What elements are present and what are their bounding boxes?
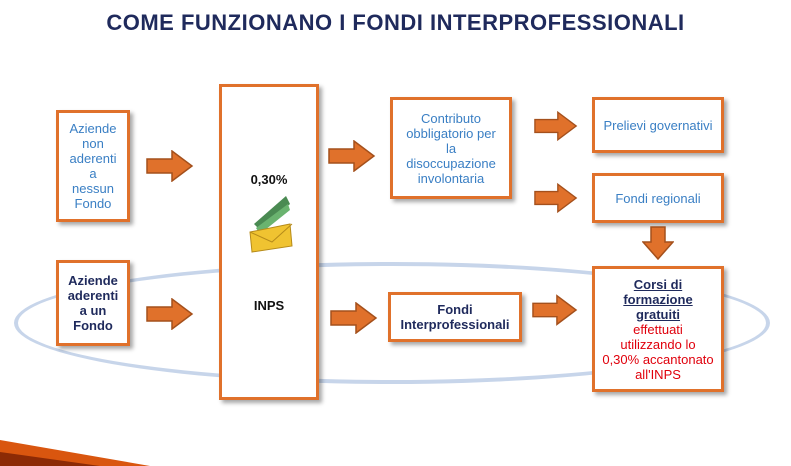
- arrow-right-icon: [534, 110, 578, 142]
- text-line: Fondo: [73, 318, 113, 333]
- slide-corner-decoration: [0, 440, 150, 466]
- text-line: a un: [79, 303, 107, 318]
- text-line: aderenti: [69, 151, 117, 166]
- text-line: 0,30% accantonato: [602, 351, 714, 367]
- text-line: Corsi di: [633, 276, 683, 292]
- text-line: Fondo: [74, 196, 112, 211]
- arrow-right-icon: [146, 298, 194, 330]
- box-fondi-regionali: Fondi regionali: [592, 173, 724, 223]
- arrow-right-icon: [328, 140, 376, 172]
- text-line: involontaria: [417, 170, 485, 186]
- text-line: all'INPS: [635, 366, 681, 382]
- text-line: non: [82, 136, 104, 151]
- box-contributo: Contributo obbligatorio per la disoccupa…: [390, 97, 512, 199]
- text-line: Aziende: [68, 273, 118, 288]
- inps-label: INPS: [253, 298, 285, 313]
- arrow-down-icon: [642, 226, 674, 260]
- text-line: effettuati: [633, 321, 683, 337]
- box-aziende-aderenti: Aziende aderenti a un Fondo: [56, 260, 130, 346]
- arrow-right-icon: [330, 302, 378, 334]
- inps-rate: 0,30%: [250, 172, 288, 187]
- box-prelievi-governativi: Prelievi governativi: [592, 97, 724, 153]
- prelievi-label: Prelievi governativi: [603, 117, 713, 133]
- text-line: Fondi: [437, 302, 473, 317]
- box-corsi-formazione: Corsi di formazione gratuiti effettuati …: [592, 266, 724, 392]
- arrow-right-icon: [532, 294, 578, 326]
- text-line: formazione: [623, 291, 693, 307]
- box-aziende-non-aderenti: Aziende non aderenti a nessun Fondo: [56, 110, 130, 222]
- text-line: Aziende: [69, 121, 117, 136]
- text-line: Interprofessionali: [400, 317, 510, 332]
- arrow-right-icon: [146, 150, 194, 182]
- arrow-right-icon: [534, 182, 578, 214]
- text-line: gratuiti: [635, 306, 681, 322]
- text-line: nessun: [72, 181, 114, 196]
- page-title: COME FUNZIONANO I FONDI INTERPROFESSIONA…: [106, 10, 685, 35]
- text-line: aderenti: [67, 288, 119, 303]
- box-fondi-interprofessionali: Fondi Interprofessionali: [388, 292, 522, 342]
- text-line: obbligatorio per: [406, 125, 496, 141]
- text-line: Contributo: [421, 110, 481, 126]
- money-envelope-icon: [249, 196, 293, 253]
- text-line: a: [89, 166, 97, 181]
- text-line: la: [445, 140, 457, 156]
- membership-ellipse: [14, 262, 770, 384]
- text-line: disoccupazione: [406, 155, 496, 171]
- regionali-label: Fondi regionali: [615, 190, 701, 206]
- text-line: utilizzando lo: [620, 336, 696, 352]
- box-inps: [219, 84, 319, 400]
